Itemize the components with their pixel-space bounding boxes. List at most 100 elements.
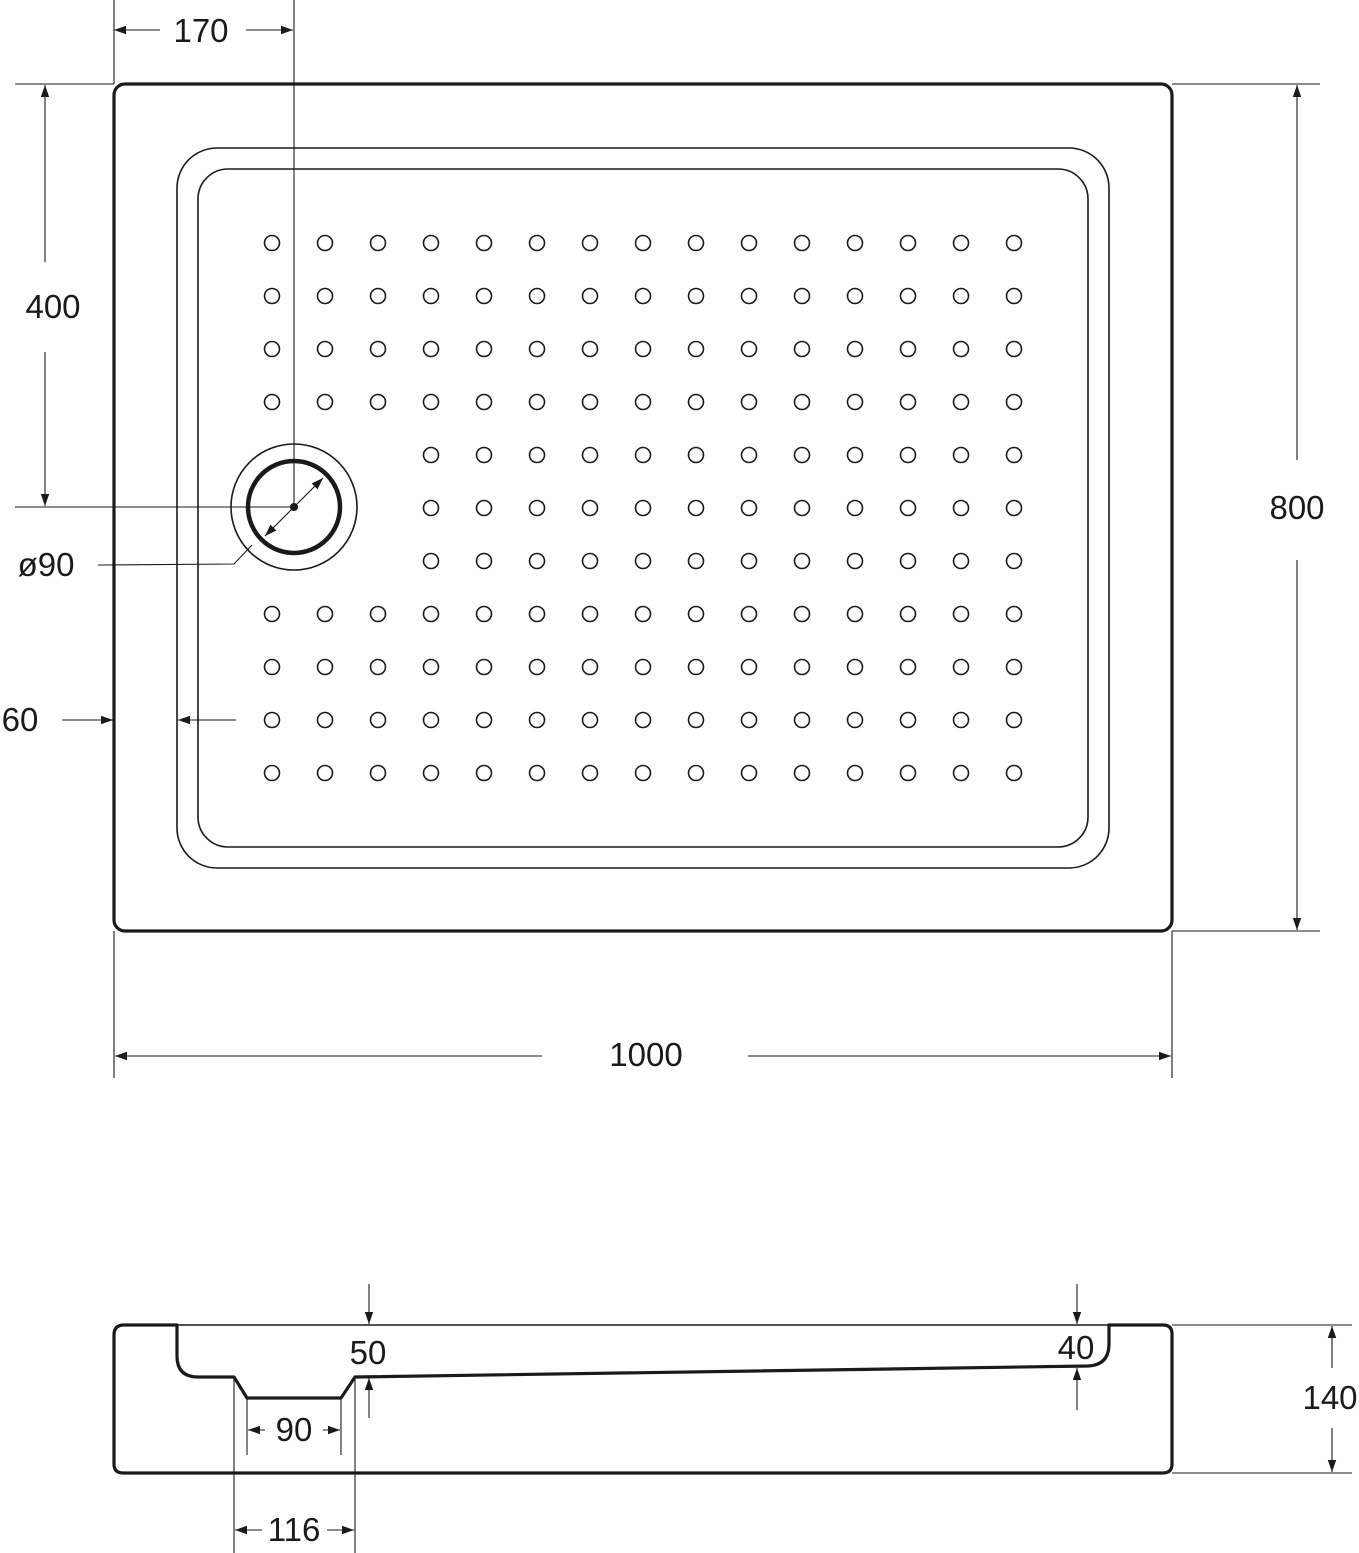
anti-slip-dot bbox=[793, 658, 811, 676]
anti-slip-dot bbox=[581, 499, 599, 517]
anti-slip-dot bbox=[740, 552, 758, 570]
anti-slip-dot bbox=[369, 658, 387, 676]
anti-slip-dot bbox=[263, 764, 281, 782]
anti-slip-dot bbox=[793, 287, 811, 305]
anti-slip-dot bbox=[263, 605, 281, 623]
anti-slip-dot bbox=[528, 605, 546, 623]
anti-slip-dot bbox=[899, 234, 917, 252]
anti-slip-dot bbox=[952, 764, 970, 782]
anti-slip-dot bbox=[263, 393, 281, 411]
anti-slip-dot bbox=[422, 552, 440, 570]
anti-slip-dot bbox=[899, 499, 917, 517]
anti-slip-dot bbox=[793, 446, 811, 464]
anti-slip-dot bbox=[581, 393, 599, 411]
anti-slip-dot bbox=[422, 393, 440, 411]
dimension-label-116: 116 bbox=[268, 1511, 321, 1548]
anti-slip-dot bbox=[475, 764, 493, 782]
anti-slip-dot bbox=[528, 711, 546, 729]
anti-slip-dot bbox=[952, 287, 970, 305]
anti-slip-dot bbox=[899, 658, 917, 676]
anti-slip-dot bbox=[581, 287, 599, 305]
anti-slip-dot bbox=[475, 287, 493, 305]
anti-slip-dot bbox=[687, 711, 705, 729]
dimension-140: 140 bbox=[1172, 1324, 1358, 1474]
anti-slip-dot bbox=[1005, 446, 1023, 464]
anti-slip-dot bbox=[634, 711, 652, 729]
anti-slip-dot bbox=[369, 287, 387, 305]
anti-slip-dot bbox=[528, 287, 546, 305]
anti-slip-dot bbox=[687, 234, 705, 252]
anti-slip-dot bbox=[528, 552, 546, 570]
anti-slip-dot bbox=[422, 658, 440, 676]
anti-slip-dot bbox=[687, 340, 705, 358]
anti-slip-dot bbox=[793, 340, 811, 358]
anti-slip-dot bbox=[1005, 552, 1023, 570]
anti-slip-dot bbox=[634, 764, 652, 782]
anti-slip-dot bbox=[475, 393, 493, 411]
anti-slip-dot bbox=[899, 393, 917, 411]
dimension-label-diameter: ø90 bbox=[18, 546, 75, 583]
anti-slip-dot bbox=[422, 711, 440, 729]
dimension-label-140: 140 bbox=[1302, 1379, 1357, 1416]
plan-view: 170 400 ø90 60 800 bbox=[2, 0, 1325, 1078]
anti-slip-dot bbox=[687, 287, 705, 305]
dimension-50: 50 bbox=[350, 1284, 387, 1418]
dimension-label-40: 40 bbox=[1058, 1329, 1095, 1366]
anti-slip-dot bbox=[422, 499, 440, 517]
anti-slip-dot bbox=[1005, 287, 1023, 305]
anti-slip-dot bbox=[634, 552, 652, 570]
anti-slip-dot bbox=[740, 711, 758, 729]
anti-slip-dot bbox=[422, 234, 440, 252]
dimension-label-170: 170 bbox=[173, 12, 228, 49]
dimension-label-50: 50 bbox=[350, 1334, 387, 1371]
dimension-label-60: 60 bbox=[2, 701, 39, 738]
anti-slip-dot bbox=[369, 393, 387, 411]
anti-slip-dot bbox=[634, 446, 652, 464]
anti-slip-dot bbox=[475, 711, 493, 729]
anti-slip-dot bbox=[1005, 658, 1023, 676]
anti-slip-dot bbox=[369, 605, 387, 623]
anti-slip-dot bbox=[316, 658, 334, 676]
anti-slip-dot bbox=[846, 764, 864, 782]
anti-slip-dot bbox=[528, 764, 546, 782]
anti-slip-dot bbox=[422, 340, 440, 358]
anti-slip-dot bbox=[846, 340, 864, 358]
anti-slip-dot bbox=[740, 234, 758, 252]
anti-slip-dot bbox=[793, 499, 811, 517]
dimension-40: 40 bbox=[1058, 1284, 1095, 1410]
anti-slip-dot bbox=[369, 764, 387, 782]
anti-slip-dot bbox=[846, 658, 864, 676]
tray-rim-inner-edge bbox=[176, 147, 1110, 869]
anti-slip-dot bbox=[475, 552, 493, 570]
anti-slip-dot bbox=[634, 234, 652, 252]
anti-slip-dot bbox=[263, 658, 281, 676]
anti-slip-dot bbox=[740, 393, 758, 411]
anti-slip-dot bbox=[740, 446, 758, 464]
anti-slip-dot bbox=[687, 552, 705, 570]
anti-slip-dot bbox=[740, 499, 758, 517]
anti-slip-dot bbox=[475, 605, 493, 623]
anti-slip-dot bbox=[793, 605, 811, 623]
dimension-60: 60 bbox=[2, 701, 236, 738]
anti-slip-dot bbox=[846, 446, 864, 464]
anti-slip-dot bbox=[899, 552, 917, 570]
anti-slip-dot bbox=[316, 340, 334, 358]
anti-slip-dot bbox=[369, 234, 387, 252]
anti-slip-dot bbox=[581, 340, 599, 358]
anti-slip-dot bbox=[793, 234, 811, 252]
dimension-1000: 1000 bbox=[113, 931, 1173, 1078]
anti-slip-dot bbox=[899, 764, 917, 782]
anti-slip-dot bbox=[581, 658, 599, 676]
anti-slip-dot bbox=[846, 552, 864, 570]
anti-slip-dot bbox=[952, 605, 970, 623]
dimension-90: 90 bbox=[246, 1398, 342, 1455]
anti-slip-dot bbox=[1005, 711, 1023, 729]
anti-slip-dot bbox=[263, 711, 281, 729]
dimension-400: 400 bbox=[15, 83, 294, 508]
anti-slip-dot bbox=[475, 234, 493, 252]
anti-slip-dot bbox=[952, 234, 970, 252]
anti-slip-dot bbox=[846, 393, 864, 411]
anti-slip-dot bbox=[475, 658, 493, 676]
anti-slip-dot bbox=[793, 711, 811, 729]
